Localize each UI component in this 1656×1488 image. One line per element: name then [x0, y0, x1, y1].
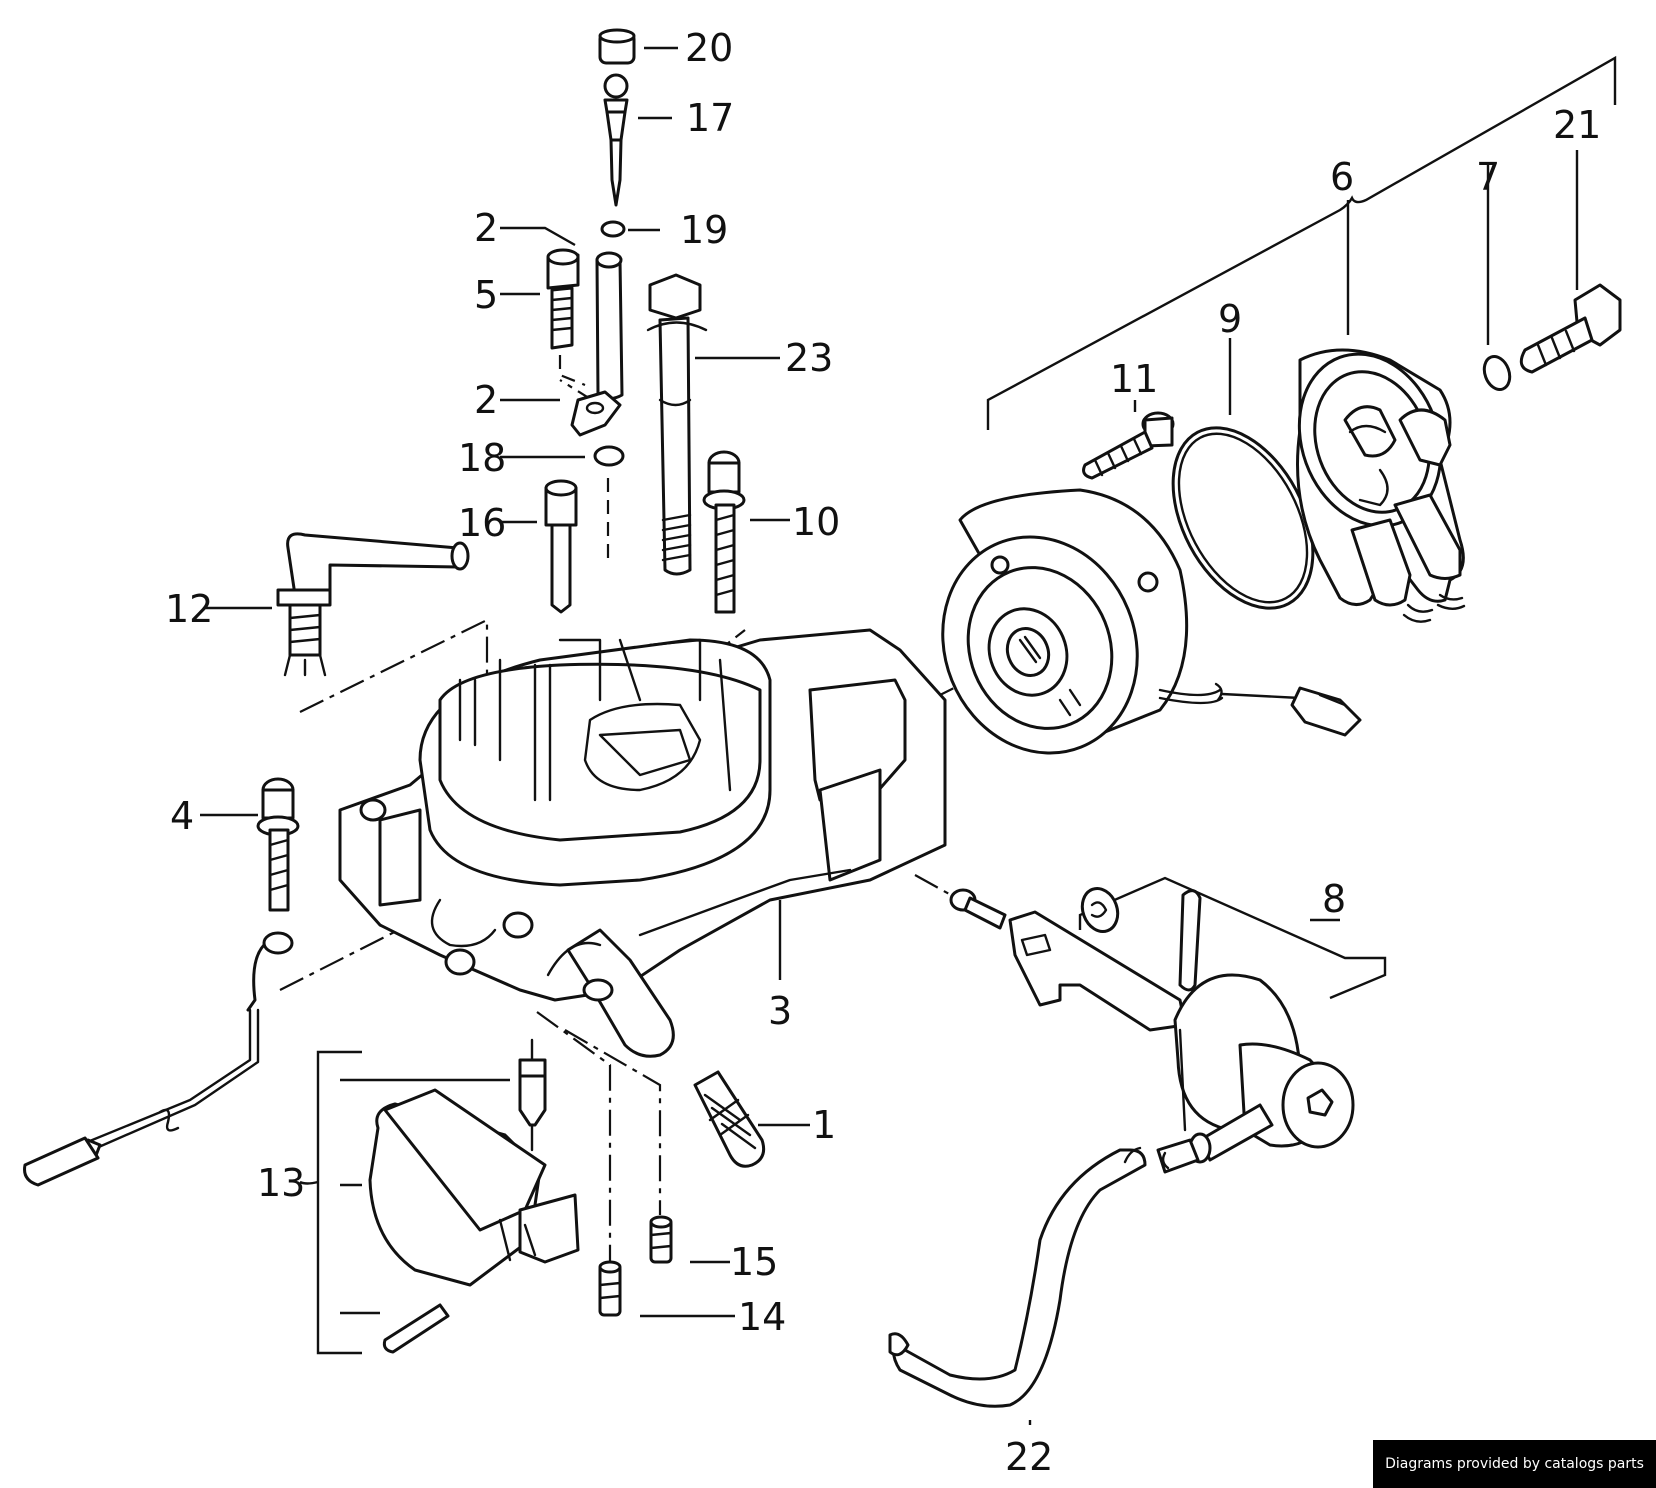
part-16-bolt[interactable]: [544, 479, 578, 614]
part-18-o-ring[interactable]: [593, 445, 625, 467]
part-10-screw[interactable]: [702, 450, 746, 614]
part-11-screw[interactable]: [1082, 411, 1175, 480]
part-12-elbow-fitting[interactable]: [276, 532, 470, 677]
callout-15: 15: [730, 1240, 778, 1284]
part-1-fuel-sleeve[interactable]: [693, 1070, 766, 1168]
part-7-o-ring[interactable]: [1480, 353, 1514, 393]
part-4-screw[interactable]: [256, 777, 300, 912]
group-bracket-8: [1078, 876, 1387, 1000]
callout-1: 1: [812, 1103, 836, 1147]
callout-3: 3: [768, 989, 792, 1033]
credit-text: Diagrams provided by catalogs parts: [1385, 1456, 1644, 1472]
callout-7: 7: [1476, 155, 1500, 199]
ground-wire[interactable]: [23, 931, 294, 1187]
part-17-injector[interactable]: [603, 73, 629, 207]
part-9-gasket[interactable]: [1144, 404, 1341, 632]
part-22-vacuum-hose[interactable]: [888, 1138, 1200, 1408]
idle-actuator-motor[interactable]: [911, 488, 1362, 783]
callout-22: 22: [1005, 1435, 1053, 1479]
part-8-vacuum-linkage[interactable]: [949, 884, 1355, 1164]
callout-labels: 20 17 19 2 5 23 2 18 16 10 12 4 3 1 13 1…: [165, 26, 1601, 1479]
callout-2-lower: 2: [474, 378, 498, 422]
part-5-screw[interactable]: [546, 248, 586, 387]
callout-6: 6: [1330, 155, 1354, 199]
callout-2-upper: 2: [474, 206, 498, 250]
credit-badge: Diagrams provided by catalogs parts: [1373, 1440, 1656, 1488]
callout-17: 17: [686, 96, 734, 140]
group-bracket-13: [299, 1050, 362, 1355]
part-6-cover[interactable]: [1276, 334, 1466, 623]
part-23-stud[interactable]: [646, 273, 708, 576]
callout-5: 5: [474, 273, 498, 317]
callout-23: 23: [785, 336, 833, 380]
part-20-cap[interactable]: [598, 28, 636, 65]
part-15-fitting[interactable]: [649, 1215, 673, 1264]
group-bracket-6: [986, 55, 1617, 430]
part-14-fitting[interactable]: [598, 1260, 622, 1317]
callout-21: 21: [1553, 103, 1601, 147]
callout-12: 12: [165, 587, 213, 631]
callout-18: 18: [458, 436, 506, 480]
callout-14: 14: [738, 1295, 786, 1339]
callout-leaders: [200, 46, 1579, 1425]
callout-13: 13: [257, 1161, 305, 1205]
part-2-injector-sleeve[interactable]: [570, 251, 624, 437]
part-21-bolt[interactable]: [1519, 283, 1622, 374]
throttle-body-housing[interactable]: [338, 628, 947, 1058]
callout-8: 8: [1322, 877, 1346, 921]
part-19-o-ring[interactable]: [600, 220, 626, 238]
callout-9: 9: [1218, 297, 1242, 341]
callout-19: 19: [680, 208, 728, 252]
callout-11: 11: [1110, 357, 1158, 401]
callout-10: 10: [792, 500, 840, 544]
callout-16: 16: [458, 501, 506, 545]
callout-20: 20: [685, 26, 733, 70]
callout-4: 4: [170, 794, 194, 838]
part-13-cover-assembly[interactable]: [368, 1038, 580, 1354]
